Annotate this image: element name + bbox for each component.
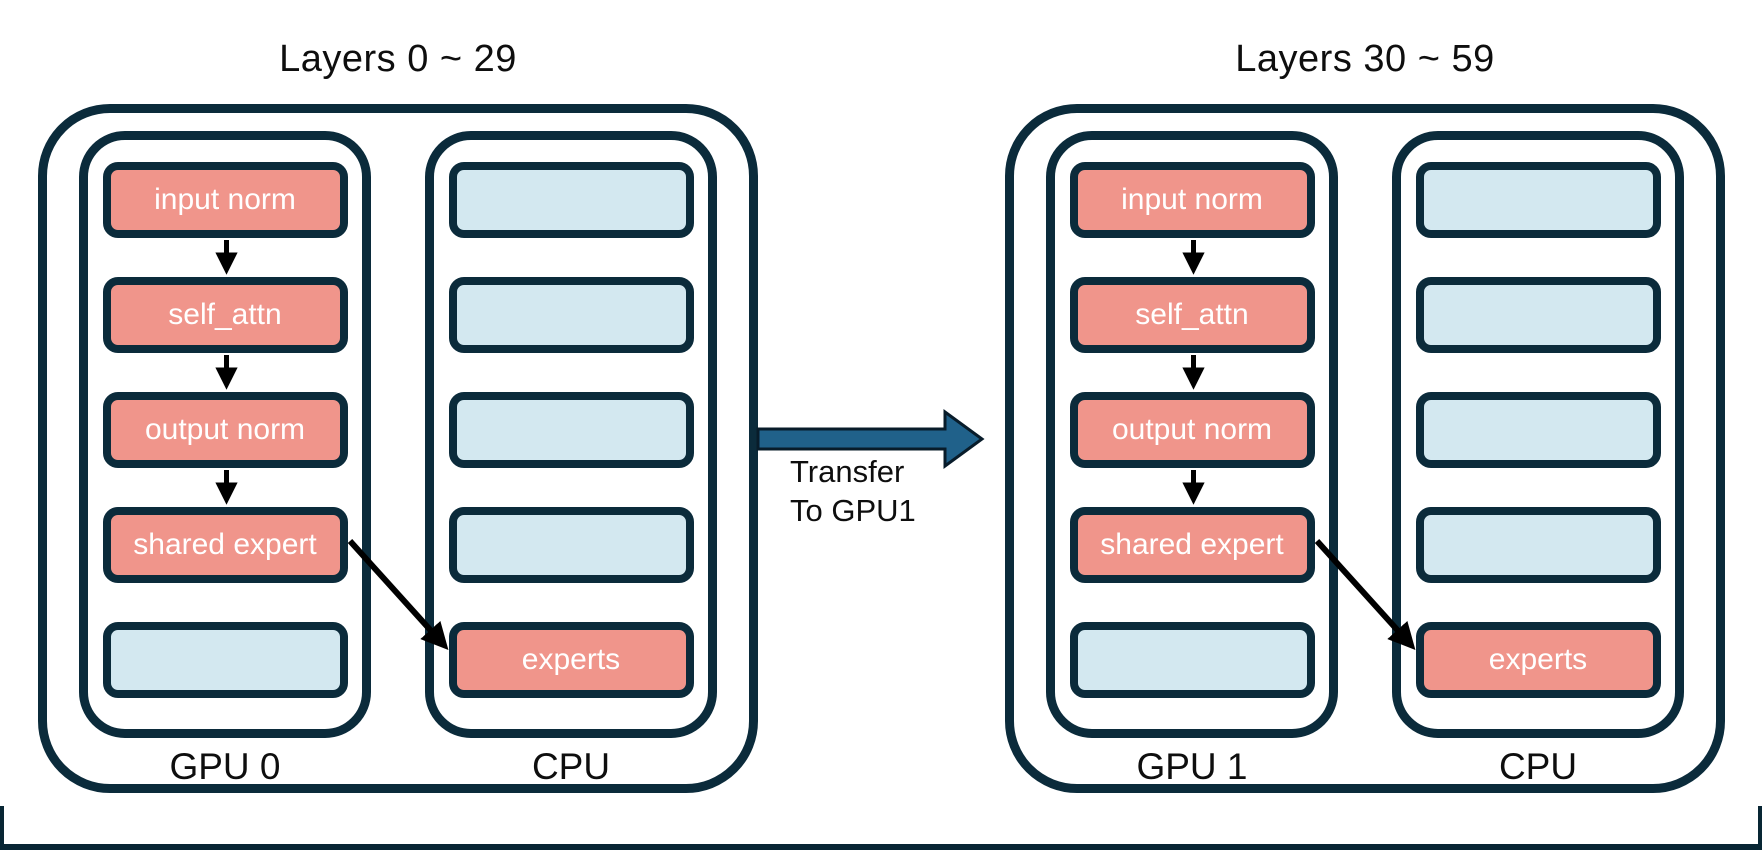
column-label-gpu0: GPU 0	[169, 746, 281, 787]
gpu1-column: input norm self_attn output norm shared …	[1046, 131, 1338, 738]
module-box-label: output norm	[1111, 413, 1273, 446]
group-title-layers-0-29: Layers 0 ~ 29	[279, 38, 517, 80]
module-box-empty	[448, 507, 694, 583]
module-box-self-attn: self_attn	[1069, 277, 1315, 353]
module-box-shared-expert: shared expert	[1069, 507, 1315, 583]
module-box-label: self_attn	[168, 298, 282, 331]
module-box-experts: experts	[448, 622, 694, 698]
module-box-empty	[1415, 277, 1661, 353]
slide-edge-left	[0, 806, 4, 850]
cpu-column-left: experts	[425, 131, 717, 738]
module-box-empty	[1069, 622, 1315, 698]
module-box-shared-expert: shared expert	[102, 507, 348, 583]
module-box-label: shared expert	[1100, 528, 1284, 561]
module-box-experts: experts	[1415, 622, 1661, 698]
module-box-label: experts	[1488, 643, 1588, 676]
transfer-label: Transfer To GPU1	[790, 452, 916, 530]
module-box-empty	[1415, 162, 1661, 238]
group-container-layers-0-29: input norm self_attn output norm shared …	[38, 104, 758, 793]
column-label-gpu1: GPU 1	[1136, 746, 1248, 787]
group-title-layers-30-59: Layers 30 ~ 59	[1235, 38, 1495, 80]
transfer-label-line2: To GPU1	[790, 493, 916, 528]
transfer-arrow	[756, 409, 985, 469]
module-box-empty	[448, 277, 694, 353]
column-label-cpu-left: CPU	[531, 746, 611, 787]
group-container-layers-30-59: input norm self_attn output norm shared …	[1005, 104, 1725, 793]
cpu-column-right: experts	[1392, 131, 1684, 738]
module-box-input-norm: input norm	[1069, 162, 1315, 238]
module-box-label: self_attn	[1135, 298, 1249, 331]
module-box-empty	[1415, 507, 1661, 583]
module-box-empty	[1415, 392, 1661, 468]
module-box-label: input norm	[154, 183, 296, 216]
module-box-label: experts	[521, 643, 621, 676]
transfer-label-line1: Transfer	[790, 454, 905, 489]
module-box-label: shared expert	[133, 528, 317, 561]
module-box-empty	[102, 622, 348, 698]
module-box-empty	[448, 162, 694, 238]
gpu0-column: input norm self_attn output norm shared …	[79, 131, 371, 738]
module-box-output-norm: output norm	[1069, 392, 1315, 468]
module-box-label: output norm	[144, 413, 306, 446]
module-box-empty	[448, 392, 694, 468]
slide-bottom-bar	[0, 844, 1762, 850]
module-box-self-attn: self_attn	[102, 277, 348, 353]
module-box-output-norm: output norm	[102, 392, 348, 468]
column-label-cpu-right: CPU	[1498, 746, 1578, 787]
module-box-label: input norm	[1121, 183, 1263, 216]
module-box-input-norm: input norm	[102, 162, 348, 238]
slide-edge-right	[1758, 806, 1762, 850]
